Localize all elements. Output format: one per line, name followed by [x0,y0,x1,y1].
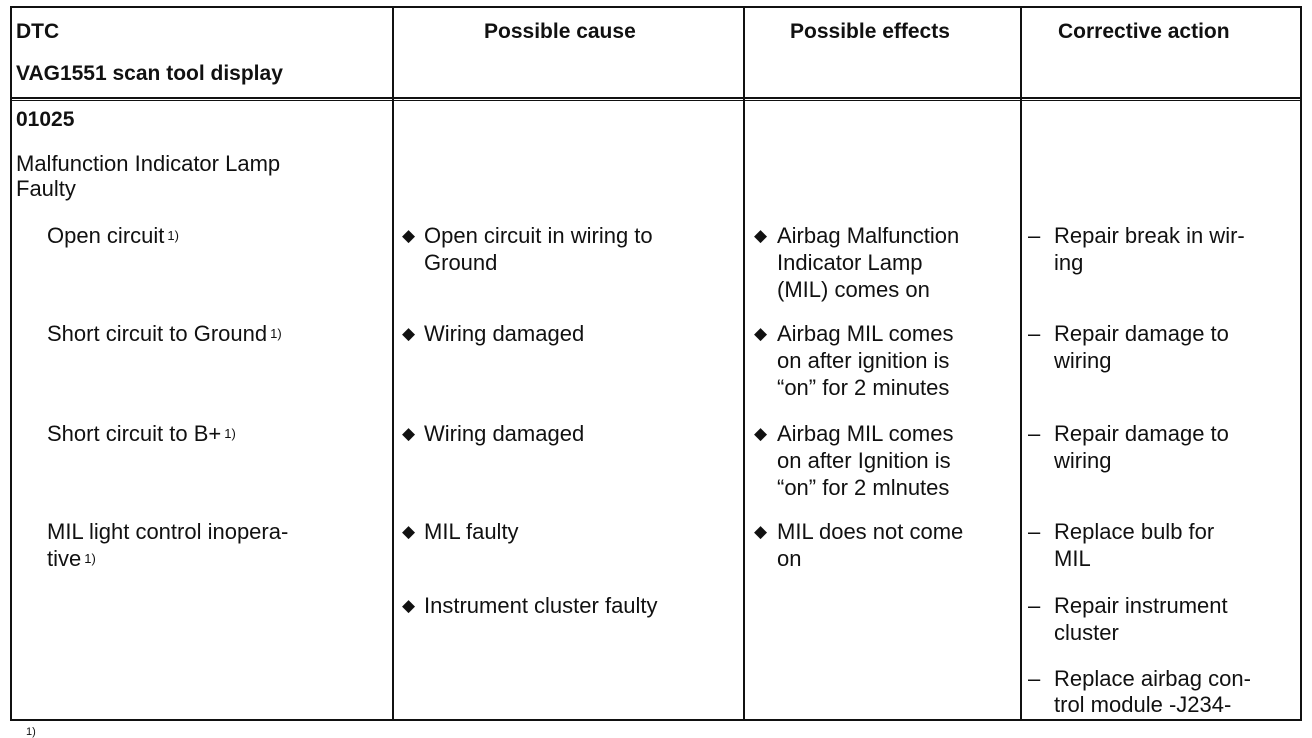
bullet-icon: ◆ [402,424,416,443]
action-line: Replace bulb for [1054,519,1215,544]
action-line: Repair damage to [1054,421,1229,446]
dtc-description-line2: Faulty [16,176,76,201]
dash-icon: – [1028,321,1041,346]
action-line: wiring [1054,348,1112,373]
dash-icon: – [1028,519,1041,544]
effect-line: (MIL) comes on [777,277,930,302]
effect-line: on [777,546,802,571]
cause-line: Instrument cluster faulty [424,593,658,618]
action-line: cluster [1054,620,1119,645]
footnote-marker: 1) [26,726,36,738]
column-divider-3 [1020,6,1022,721]
effect-line: “on” for 2 mlnutes [777,475,950,500]
column-divider-2 [743,6,745,721]
column-divider-1 [392,6,394,721]
bullet-icon: ◆ [754,424,768,443]
dash-icon: – [1028,223,1041,248]
effect-line: MIL does not come [777,519,964,544]
header-bottom-border-2 [10,100,1302,101]
action-line: Replace airbag con- [1054,666,1251,691]
cause-line: Ground [424,250,498,275]
cause-line: Open circuit in wiring to [424,223,653,248]
action-line: Repair instrument [1054,593,1228,618]
cause-line: MIL faulty [424,519,519,544]
header-corrective-action: Corrective action [1058,20,1230,43]
effect-line: on after Ignition is [777,448,951,473]
table-bottom-border [10,719,1302,721]
bullet-icon: ◆ [754,324,768,343]
effect-line: Airbag MIL comes [777,321,954,346]
header-possible-effects: Possible effects [790,20,950,43]
dash-icon: – [1028,666,1041,691]
header-possible-cause: Possible cause [484,20,636,43]
bullet-icon: ◆ [754,226,768,245]
cause-line: Wiring damaged [424,421,585,446]
header-scan-tool: VAG1551 scan tool display [16,62,283,85]
action-line: Repair break in wir- [1054,223,1245,248]
action-line: trol module -J234- [1054,692,1232,717]
table-left-border [10,6,12,721]
action-line: Repair damage to [1054,321,1229,346]
header-dtc: DTC [16,20,60,43]
bullet-icon: ◆ [402,226,416,245]
bullet-icon: ◆ [402,522,416,541]
effect-line: Airbag Malfunction [777,223,960,248]
bullet-icon: ◆ [402,596,416,615]
effect-line: on after ignition is [777,348,950,373]
dash-icon: – [1028,593,1041,618]
dtc-code: 01025 [16,108,75,131]
effect-line: “on” for 2 minutes [777,375,950,400]
effect-line: Indicator Lamp [777,250,923,275]
footnote-ref: 1) [167,228,179,243]
action-line: wiring [1054,448,1112,473]
condition-short-to-b-plus: Short circuit to B+1) [47,421,236,446]
footnote-ref: 1) [224,426,236,441]
footnote-ref: 1) [270,326,282,341]
bullet-icon: ◆ [754,522,768,541]
dash-icon: – [1028,421,1041,446]
table-right-border [1300,6,1302,721]
bullet-icon: ◆ [402,324,416,343]
table-top-border [10,6,1302,8]
footnote-ref: 1) [84,551,96,566]
condition-mil-control-line1: MIL light control inopera- [47,519,289,544]
header-bottom-border [10,97,1302,99]
effect-line: Airbag MIL comes [777,421,954,446]
action-line: ing [1054,250,1084,275]
dtc-description-line1: Malfunction Indicator Lamp [16,151,281,176]
cause-line: Wiring damaged [424,321,585,346]
action-line: MIL [1054,546,1091,571]
